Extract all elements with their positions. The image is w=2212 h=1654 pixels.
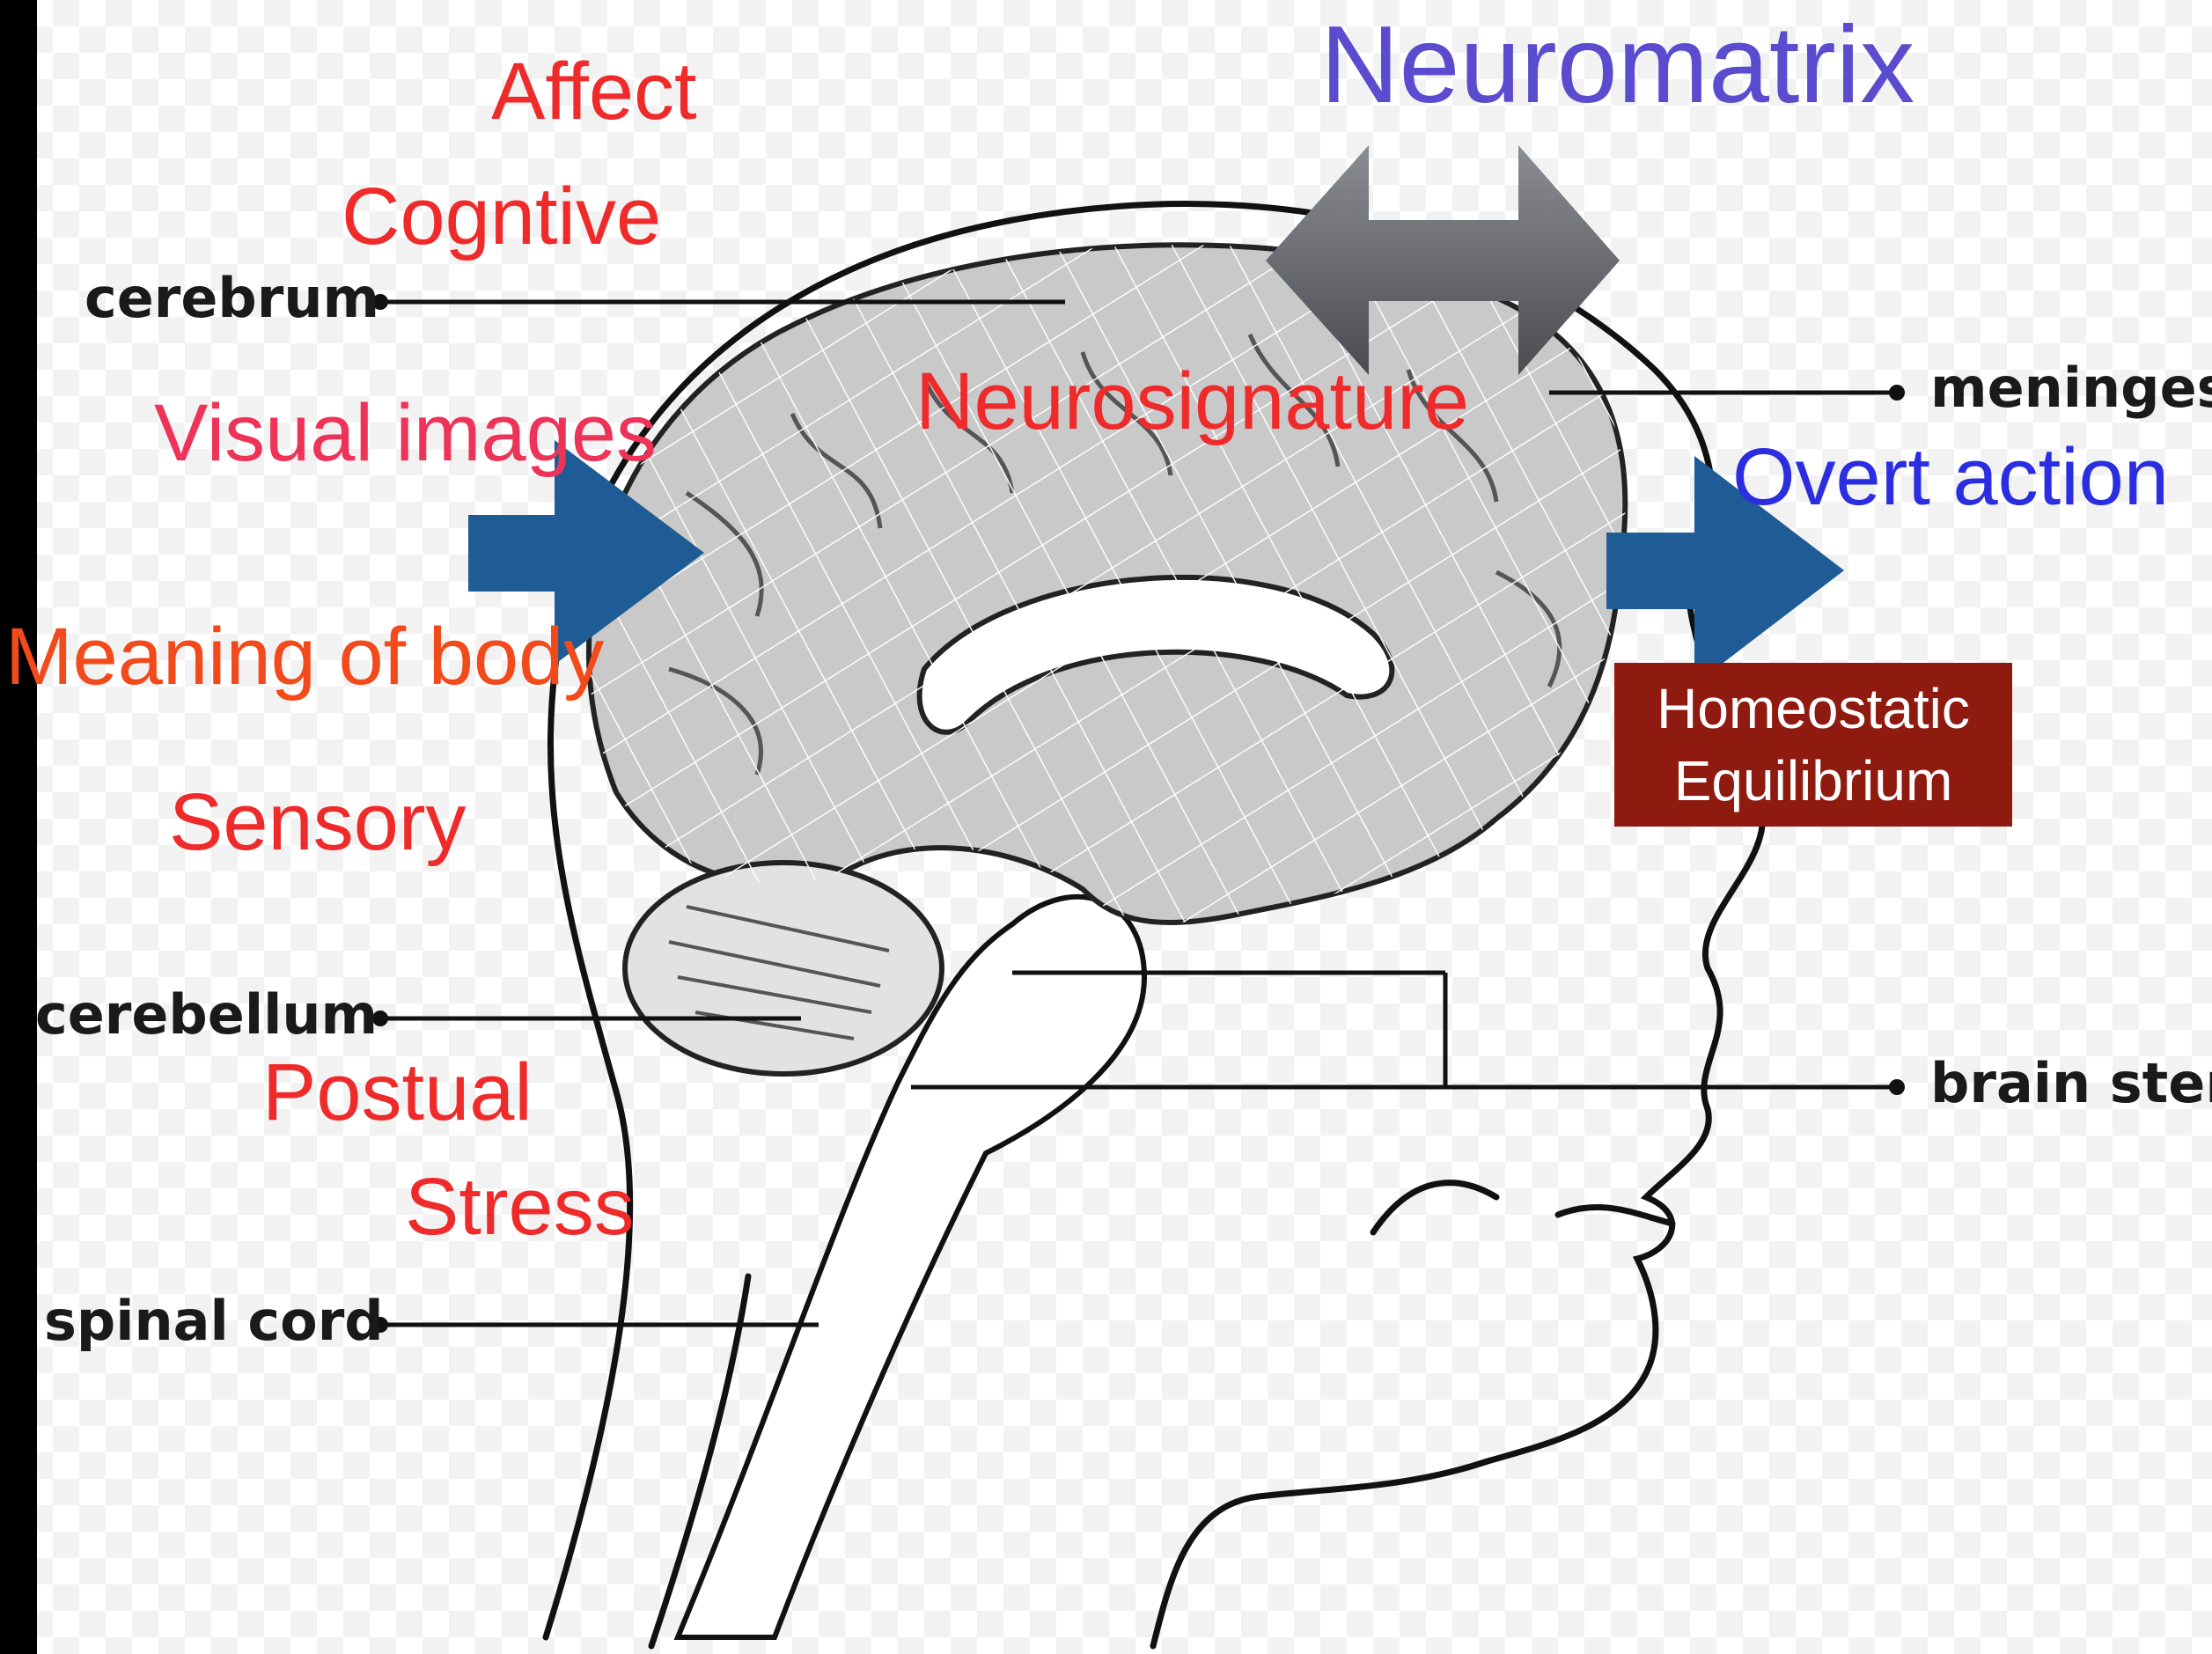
anatomy-spinal-cord: spinal cord bbox=[44, 1294, 384, 1349]
homeostatic-line-1: Homeostatic bbox=[1657, 673, 1970, 745]
label-stress: Stress bbox=[405, 1166, 635, 1247]
label-overt-action: Overt action bbox=[1732, 437, 2169, 518]
anatomy-brain-stem: brain sten bbox=[1930, 1056, 2212, 1111]
anatomy-cerebrum: cerebrum bbox=[85, 271, 379, 326]
label-meaning-of-body: Meaning of body bbox=[5, 616, 604, 697]
homeostatic-line-2: Equilibrium bbox=[1674, 745, 1953, 817]
label-postural: Postual bbox=[262, 1052, 533, 1133]
homeostatic-equilibrium-box: Homeostatic Equilibrium bbox=[1614, 663, 2012, 827]
label-cognitive: Cogntive bbox=[342, 176, 661, 257]
label-sensory: Sensory bbox=[169, 782, 467, 863]
left-border bbox=[0, 0, 37, 1654]
anatomy-meninges: meninges bbox=[1930, 361, 2212, 415]
label-visual-images: Visual images bbox=[154, 393, 657, 474]
label-affect: Affect bbox=[491, 51, 697, 132]
label-neurosignature: Neurosignature bbox=[915, 361, 1469, 442]
anatomy-cerebellum: cerebellum bbox=[35, 988, 378, 1042]
diagram-title: Neuromatrix bbox=[1320, 11, 1914, 120]
